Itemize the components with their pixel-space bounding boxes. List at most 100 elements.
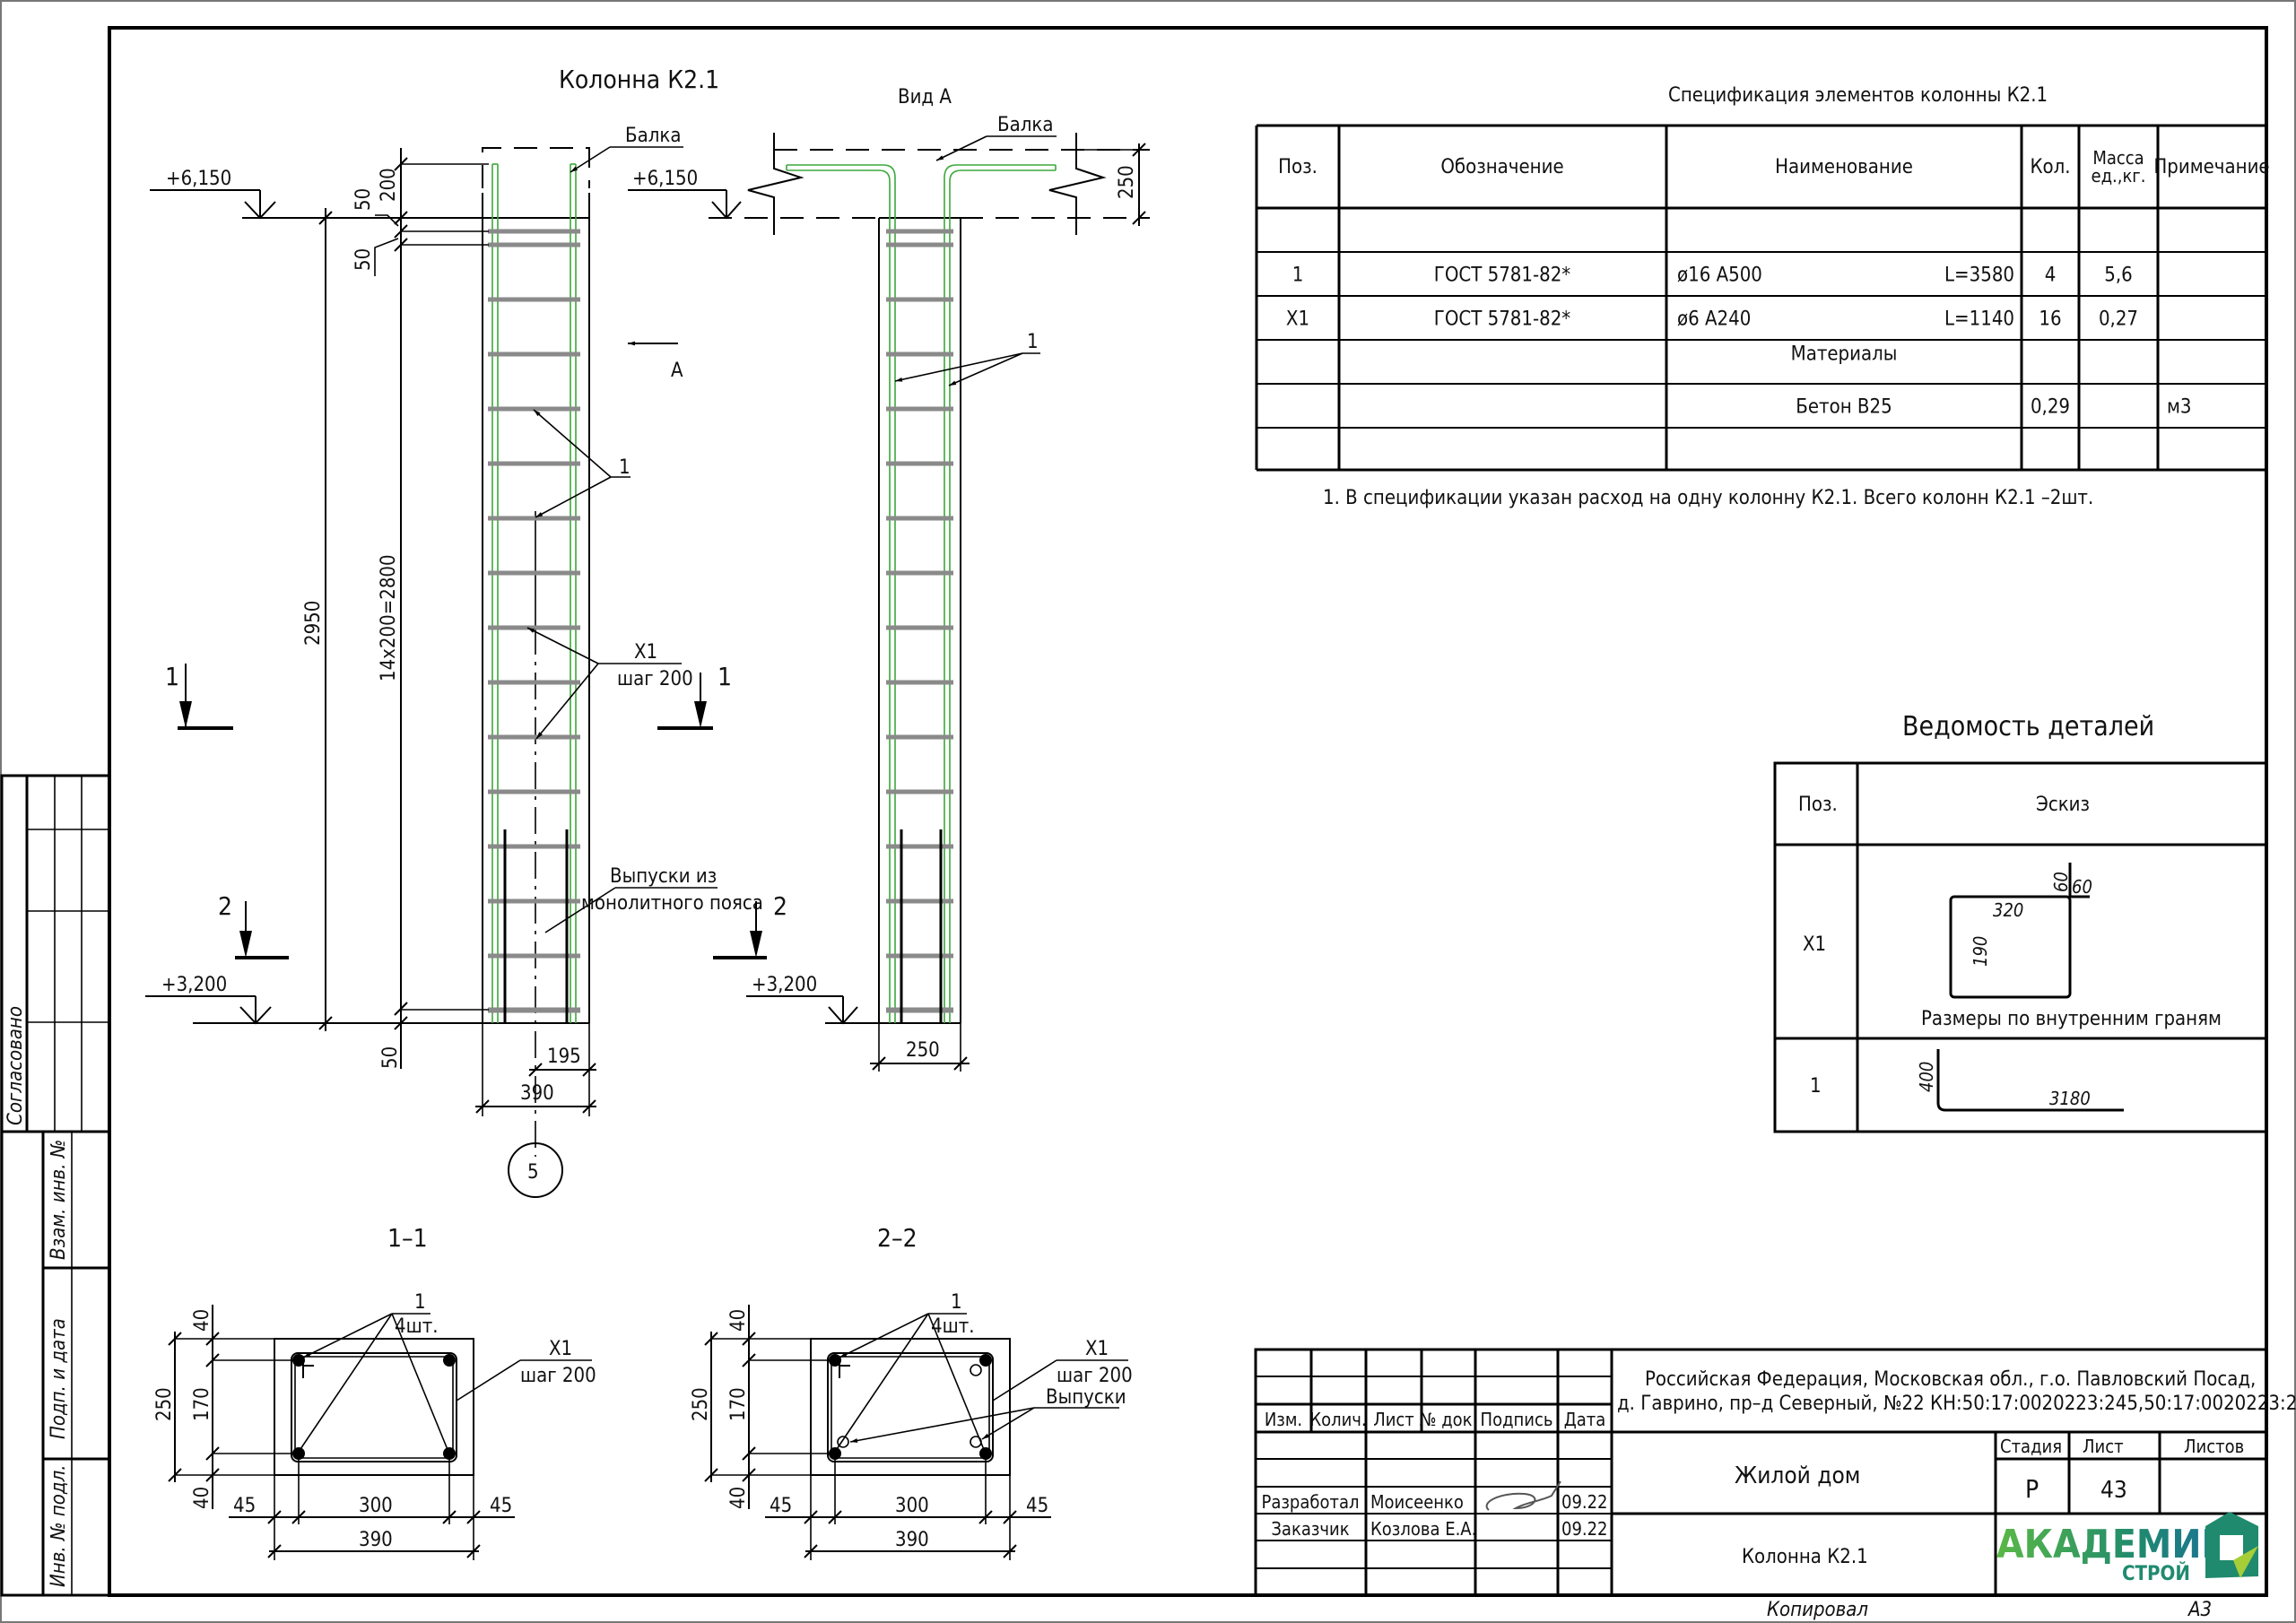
view-a: Вид А Балка +6,150 +3,200 <box>628 86 1150 1072</box>
section-dim-h-inner: 170 <box>191 1387 213 1421</box>
spec-cell-length: L=3580 <box>1944 265 2014 287</box>
rebar-dot <box>292 1354 305 1367</box>
section-dim-w-total: 390 <box>895 1529 929 1551</box>
section-mark-2-right: 2 <box>773 891 787 921</box>
spec-header: Наименование <box>1775 156 1913 178</box>
stage-label: Стадия <box>2000 1436 2062 1457</box>
person-role: Разработал <box>1261 1491 1359 1513</box>
beam-label: Балка <box>625 125 681 147</box>
spec-cell-qty: 0,29 <box>2031 396 2070 419</box>
section-1-title: 1–1 <box>387 1223 428 1253</box>
dim-width-390: 390 <box>520 1082 554 1105</box>
sheets-label: Листов <box>2184 1436 2244 1457</box>
stamp-replace-inv: Взам. инв. № <box>48 1140 70 1260</box>
detail-1-dim-3180: 3180 <box>2049 1088 2091 1109</box>
starter-dot <box>970 1364 982 1376</box>
stamp-inv-orig: Инв. № подл. <box>48 1464 70 1587</box>
spec-cell-length: L=1140 <box>1944 308 2014 331</box>
starter-dot <box>837 1436 849 1448</box>
section-dim-h-total: 250 <box>690 1387 712 1421</box>
spec-cell-note: м3 <box>2167 396 2192 419</box>
dim-top-200: 200 <box>378 168 400 202</box>
person-name: Моисеенко <box>1370 1491 1464 1513</box>
starter-label-1: Выпуски из <box>610 865 717 888</box>
section-mark-2: 2 2 <box>218 891 787 959</box>
section-dim-w-left: 45 <box>770 1495 792 1517</box>
stamp-agreed: Согласовано <box>4 1006 27 1125</box>
view-a-dim-beam: 250 <box>1116 165 1138 199</box>
signature-icon <box>1485 1480 1561 1511</box>
rebar-dot <box>292 1447 305 1460</box>
view-a-level-top: +6,150 <box>632 168 698 190</box>
section-dim-h-inner: 170 <box>727 1387 750 1421</box>
rebar-dot <box>979 1447 992 1460</box>
title-block-header: Подпись <box>1481 1409 1553 1430</box>
detail-1-pos: 1 <box>1810 1075 1822 1098</box>
section-mark-1-left: 1 <box>165 662 179 691</box>
spec-header-mass-1: Масса <box>2092 147 2144 169</box>
section-dim-w-right: 45 <box>1026 1495 1048 1517</box>
spec-cell-mass: 5,6 <box>2104 265 2132 287</box>
dim-bottom-50: 50 <box>379 1046 402 1069</box>
view-a-callout-bars: 1 <box>1027 331 1039 353</box>
view-a-ties <box>886 229 953 1013</box>
view-a-level-bottom: +3,200 <box>752 974 817 996</box>
section-mark-2-left: 2 <box>218 891 232 921</box>
detail-x1-dim-190: 190 <box>1970 936 1991 967</box>
title-block-header: Дата <box>1564 1409 1606 1430</box>
dim-overall-label: 2950 <box>302 601 325 646</box>
section-mark-1-right: 1 <box>718 662 732 691</box>
person-date: 09.22 <box>1561 1518 1608 1540</box>
spec-cell-name: ø16 А500 <box>1677 265 1762 287</box>
detail-x1-dim-320: 320 <box>1993 899 2023 921</box>
spec-header: Обозначение <box>1440 156 1563 178</box>
title-block-header: Изм. <box>1265 1409 1302 1430</box>
section-dim-w-inner: 300 <box>895 1495 929 1517</box>
rebar-dot <box>443 1447 456 1460</box>
spec-cell-pos: Х1 <box>1286 308 1309 331</box>
elevation-title: Колонна К2.1 <box>559 65 719 94</box>
section-callout-bars: 1 <box>951 1291 962 1314</box>
sheet-number: 43 <box>2100 1477 2127 1504</box>
starter-label-2: монолитного пояса <box>581 892 763 915</box>
detail-x1-pos: Х1 <box>1803 933 1826 956</box>
section-callout-qty: 4шт. <box>395 1315 439 1338</box>
side-stamp: Согласовано Взам. инв. № Подп. и дата Ин… <box>0 774 111 1597</box>
logo-main-text: АКАДЕМИК <box>1996 1522 2231 1567</box>
section-dim-cover-top: 40 <box>727 1309 750 1332</box>
project-name: Жилой дом <box>1735 1462 1860 1489</box>
spec-cell-name: Бетон В25 <box>1796 396 1892 419</box>
view-a-dim-width: 250 <box>906 1039 940 1062</box>
detail-x1-dim-60a: 60 <box>2050 872 2072 892</box>
person-role: Заказчик <box>1271 1518 1349 1540</box>
axis-label: 5 <box>527 1161 539 1184</box>
section-callout-bars: 1 <box>414 1291 426 1314</box>
spec-header: Примечание <box>2153 156 2269 178</box>
logo-sub-text: СТРОЙ <box>2122 1562 2190 1585</box>
details-table: Ведомость деталей Поз. Эскиз Х1 320 190 … <box>1773 711 2268 1133</box>
copied-by-label: Копировал <box>1767 1599 1868 1621</box>
level-mark-bottom: +3,200 <box>145 974 272 1025</box>
title-block-header: Лист <box>1373 1409 1414 1430</box>
rebar-dot <box>829 1354 841 1367</box>
spec-note: 1. В спецификации указан расход на одну … <box>1323 487 2093 509</box>
elevation-rebars <box>491 163 577 1023</box>
level-mark-top: +6,150 <box>150 168 404 220</box>
spec-cell-qty: 16 <box>2039 308 2061 331</box>
details-header-pos: Поз. <box>1798 794 1838 816</box>
spec-cell-designation: ГОСТ 5781-82* <box>1434 265 1571 287</box>
spec-cell-name: ø6 А240 <box>1677 308 1751 331</box>
section-callout-step: шаг 200 <box>1057 1365 1133 1387</box>
section-dim-w-left: 45 <box>233 1495 256 1517</box>
stamp-sign-date: Подп. и дата <box>48 1318 70 1439</box>
section-callout-qty: 4шт. <box>931 1315 975 1338</box>
rebar-dot <box>443 1354 456 1367</box>
dim-top-50a: 50 <box>352 188 375 211</box>
view-a-title: Вид А <box>898 86 952 108</box>
level-bottom-label: +3,200 <box>161 974 227 996</box>
sheet-format: А3 <box>2187 1599 2212 1621</box>
